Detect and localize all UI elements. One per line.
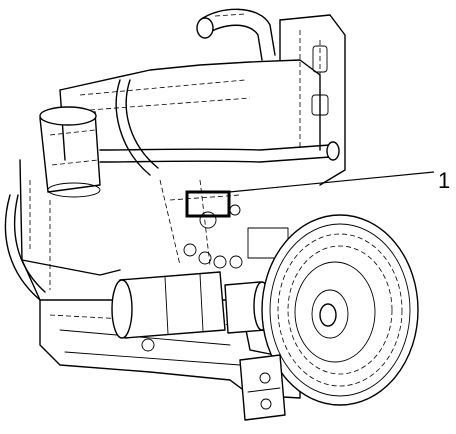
- flywheel: [261, 214, 419, 406]
- callout-highlight-box: [185, 190, 231, 218]
- coolant-hoses: [4, 79, 340, 301]
- callout-number: 1: [438, 168, 450, 193]
- callout-1: 1: [185, 168, 450, 218]
- air-intake-pipe: [196, 8, 276, 61]
- engine-block: [19, 14, 346, 399]
- callout-leader-line: [228, 171, 435, 193]
- engine-mount: [239, 354, 286, 421]
- air-cleaner: [39, 106, 101, 198]
- starter-motor: [111, 271, 271, 352]
